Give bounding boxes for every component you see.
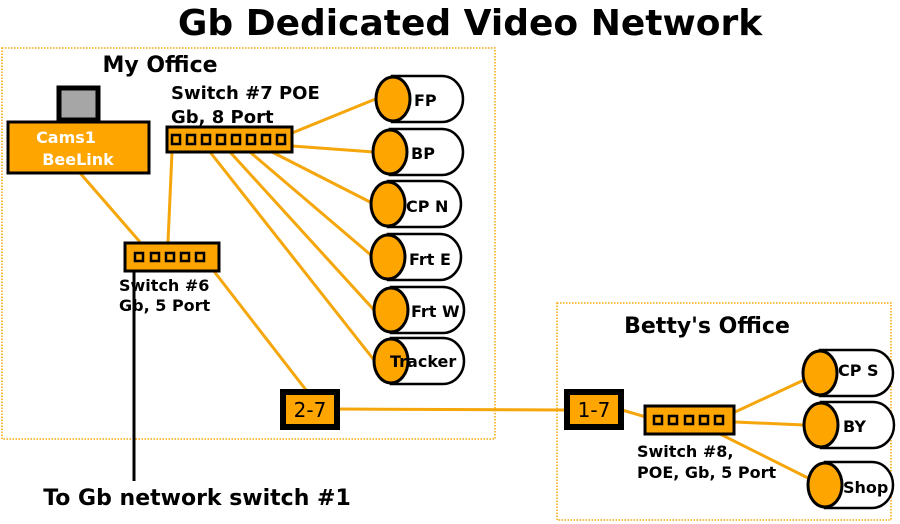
camera-tracker-label: Tracker [390, 352, 456, 371]
wire-sw7-tracker [208, 151, 376, 361]
wire-sw8-shop [719, 432, 809, 480]
camera-icon [389, 336, 466, 386]
switch-7: Switch #7 POE Gb, 8 Port [165, 83, 320, 154]
camera-icon [819, 400, 896, 450]
wire-sw7-bp [291, 144, 375, 154]
switch-8-label-line2: POE, Gb, 5 Port [637, 463, 776, 482]
zone-label-bettys-office: Betty's Office [624, 314, 790, 339]
camera-icon [388, 127, 465, 177]
wire-sw7-fp [291, 96, 379, 135]
wire-sw8-by [734, 420, 805, 427]
link-right-label: 1-7 [578, 398, 611, 422]
wire-sw8-cps [734, 378, 805, 414]
camera-frtw-label: Frt W [411, 302, 460, 321]
camera-cpn-label: CP N [406, 197, 448, 216]
camera-bp: BP [371, 127, 465, 177]
cams1-label-line1: Cams1 [36, 128, 96, 147]
switch-8-label-line1: Switch #8, [637, 442, 734, 461]
zone-my-office: My Office [1, 47, 496, 440]
camera-fp-label: FP [414, 91, 437, 110]
camera-icon [386, 179, 463, 229]
camera-cps: CP S [801, 348, 895, 398]
switch-7-label-line2: Gb, 8 Port [171, 107, 274, 128]
cams1-computer: Cams1 BeeLink [6, 85, 151, 175]
wires [78, 96, 809, 481]
camera-by-label: BY [843, 417, 866, 436]
wire-sw7-frtw [228, 150, 376, 312]
switch-8: Switch #8, POE, Gb, 5 Port [637, 404, 776, 482]
camera-frte: Frt E [369, 232, 463, 282]
wire-cams1-sw6 [78, 172, 142, 243]
link-box-right: 1-7 [564, 389, 624, 430]
cams1-label-line2: BeeLink [42, 150, 114, 169]
wire-sw7-cpn [271, 150, 373, 205]
wire-link-right-sw8 [621, 408, 647, 419]
monitor-icon [56, 85, 101, 123]
camera-cpn: CP N [369, 179, 463, 229]
diagram-title: Gb Dedicated Video Network [178, 3, 763, 44]
camera-frtw: Frt W [372, 285, 466, 335]
camera-by: BY [802, 400, 896, 450]
switch-6-label-line2: Gb, 5 Port [119, 296, 211, 315]
camera-icon [386, 232, 463, 282]
switch-6-label-line1: Switch #6 [119, 276, 209, 295]
camera-icon [823, 460, 895, 510]
camera-fp: FP [374, 74, 465, 124]
link-box-left: 2-7 [280, 389, 340, 430]
zone-label-my-office: My Office [102, 53, 217, 78]
camera-tracker: Tracker [372, 336, 466, 386]
switch-8-ports [652, 414, 725, 426]
switch-7-label-line1: Switch #7 POE [171, 83, 320, 104]
camera-icon [390, 74, 465, 124]
wire-link-left-link-right [337, 407, 567, 412]
link-left-label: 2-7 [294, 398, 327, 422]
uplink-label: To Gb network switch #1 [43, 486, 351, 511]
switch-6-ports [133, 251, 206, 263]
wire-sw6-link-left [211, 269, 308, 391]
camera-bp-label: BP [411, 144, 435, 163]
switch-7-ports [170, 133, 287, 146]
camera-frte-label: Frt E [409, 250, 451, 269]
camera-icon [389, 285, 466, 335]
camera-icon [818, 348, 895, 398]
switch-6: Switch #6 Gb, 5 Port [119, 241, 221, 315]
camera-cps-label: CP S [838, 361, 879, 380]
camera-shop: Shop [806, 460, 895, 510]
wire-sw7-sw6 [166, 151, 174, 243]
wire-sw7-frte [249, 150, 373, 258]
camera-shop-label: Shop [843, 478, 888, 497]
